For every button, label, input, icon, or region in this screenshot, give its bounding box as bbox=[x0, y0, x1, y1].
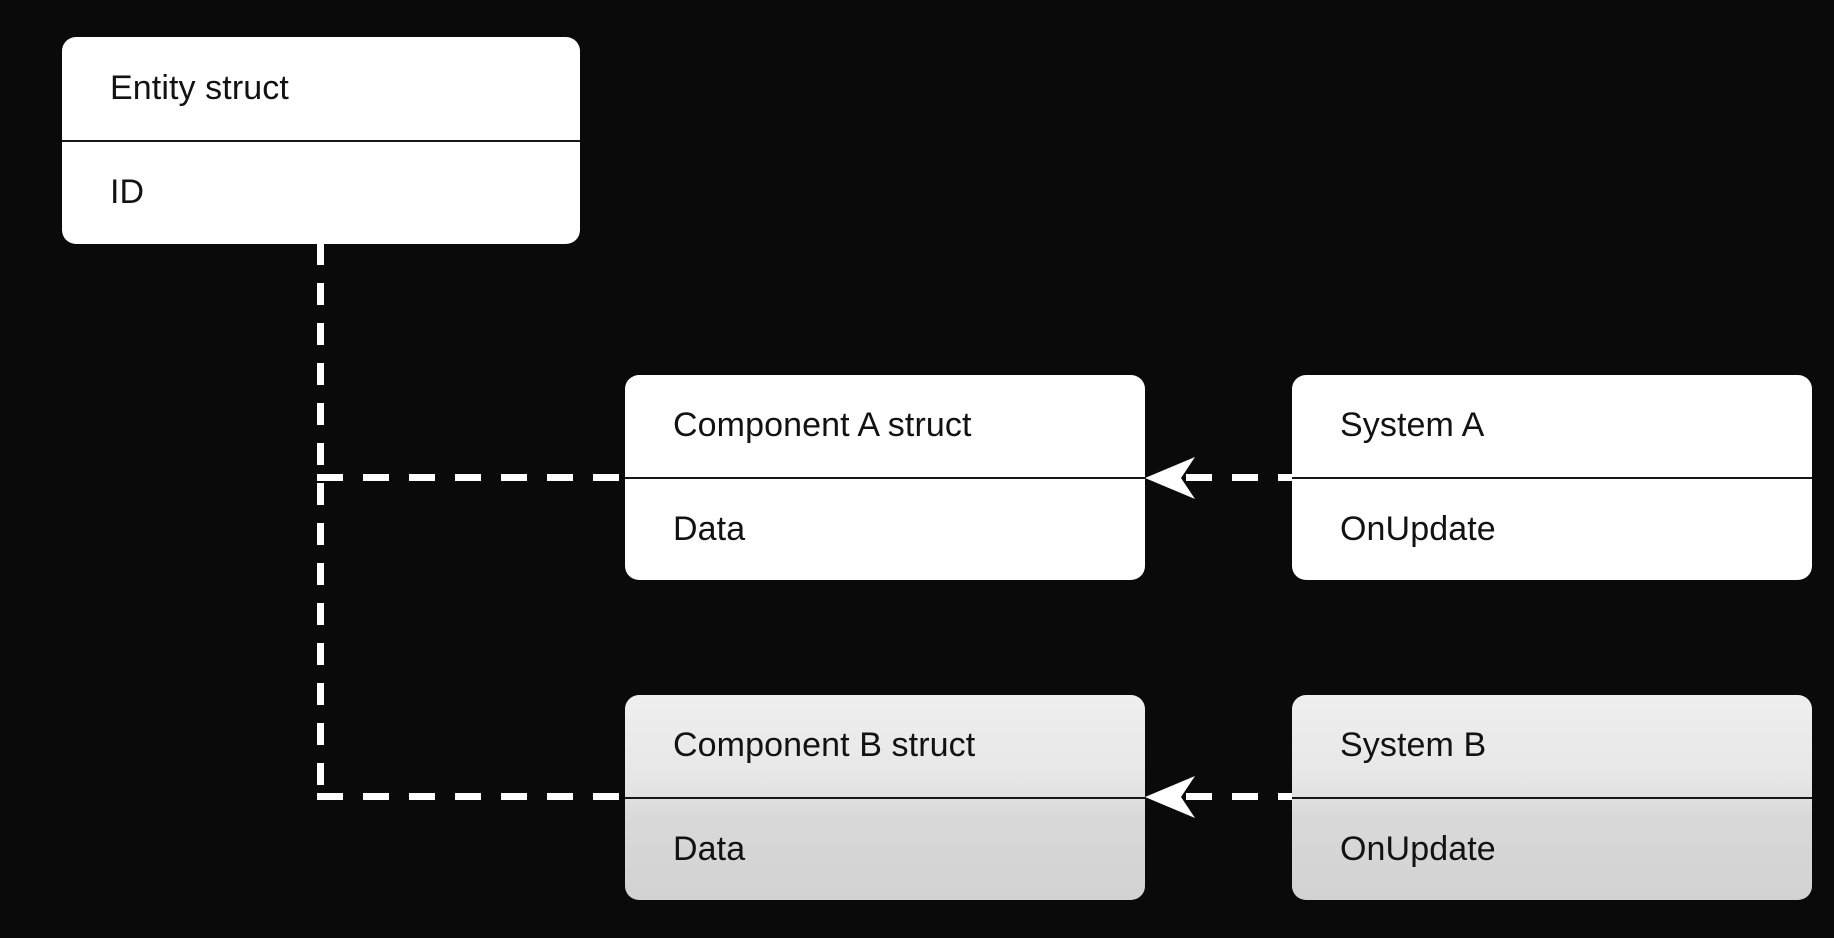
connector-entity-to-component-b bbox=[317, 793, 647, 800]
arrowhead-component-b bbox=[1143, 774, 1199, 820]
node-system-a-body: OnUpdate bbox=[1340, 509, 1496, 548]
node-system-b-header: System B bbox=[1292, 695, 1812, 799]
connector-entity-trunk bbox=[317, 243, 324, 799]
connector-system-a-to-component-a bbox=[1186, 474, 1302, 481]
node-system-a-header: System A bbox=[1292, 375, 1812, 479]
node-component-a-struct-body: Data bbox=[673, 509, 746, 548]
connector-corner-bottom bbox=[317, 793, 324, 800]
node-component-a-struct-header: Component A struct bbox=[625, 375, 1145, 479]
node-component-b-struct-body: Data bbox=[673, 829, 746, 868]
node-entity-struct-body: ID bbox=[110, 173, 145, 212]
node-component-b-struct-header: Component B struct bbox=[625, 695, 1145, 799]
node-entity-struct-header: Entity struct bbox=[62, 37, 580, 142]
connector-system-b-to-component-b bbox=[1186, 793, 1302, 800]
node-system-a[interactable]: System A OnUpdate bbox=[1292, 375, 1812, 580]
node-system-b-body: OnUpdate bbox=[1340, 829, 1496, 868]
arrowhead-component-a bbox=[1143, 455, 1199, 501]
connector-entity-to-component-a bbox=[317, 474, 647, 481]
node-system-b[interactable]: System B OnUpdate bbox=[1292, 695, 1812, 900]
node-component-a-struct[interactable]: Component A struct Data bbox=[625, 375, 1145, 580]
node-component-b-struct[interactable]: Component B struct Data bbox=[625, 695, 1145, 900]
node-entity-struct[interactable]: Entity struct ID bbox=[62, 37, 580, 244]
